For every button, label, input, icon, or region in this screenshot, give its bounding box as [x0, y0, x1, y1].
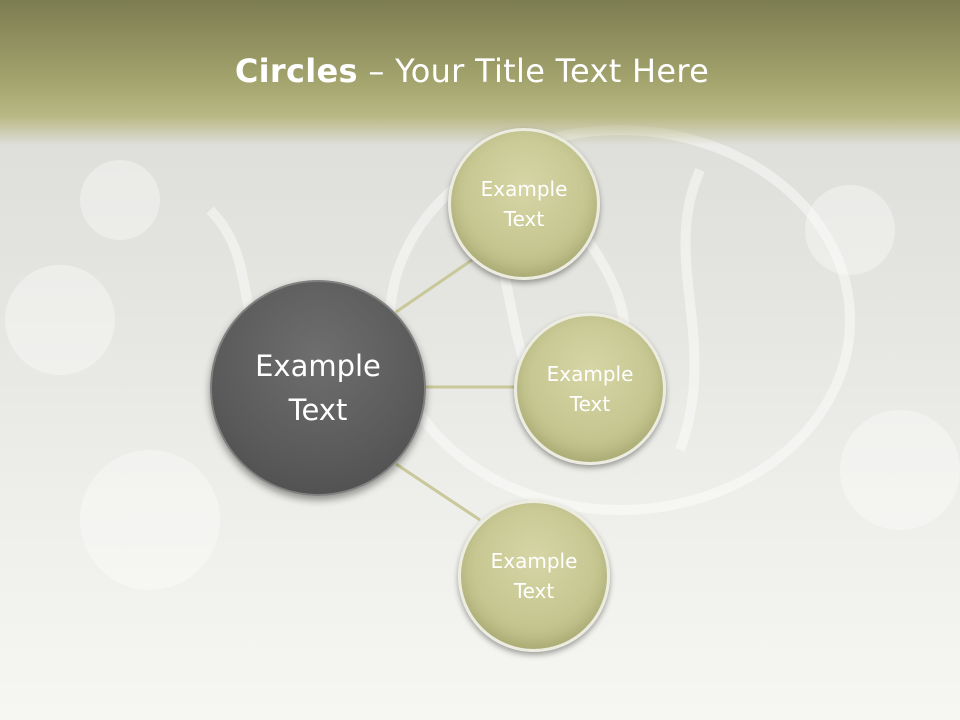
center-circle-label: Example Text — [255, 349, 381, 427]
satellite-circle-label: Example Text — [490, 549, 578, 603]
title-rest: – Your Title Text Here — [357, 52, 710, 90]
satellite-circle-top[interactable]: Example Text — [448, 128, 600, 280]
connector-line-top — [395, 258, 473, 314]
satellite-circle-middle[interactable]: Example Text — [514, 313, 666, 465]
title-bold: Circles — [234, 52, 358, 90]
satellite-circle-bottom[interactable]: Example Text — [458, 500, 610, 652]
slide-title[interactable]: Circles – Your Title Text Here — [0, 52, 944, 90]
connector-line-bottom — [395, 462, 481, 522]
center-circle[interactable]: Example Text — [210, 280, 426, 496]
satellite-circle-label: Example Text — [546, 362, 634, 416]
satellite-circle-label: Example Text — [480, 177, 568, 231]
title-bar — [0, 0, 960, 145]
